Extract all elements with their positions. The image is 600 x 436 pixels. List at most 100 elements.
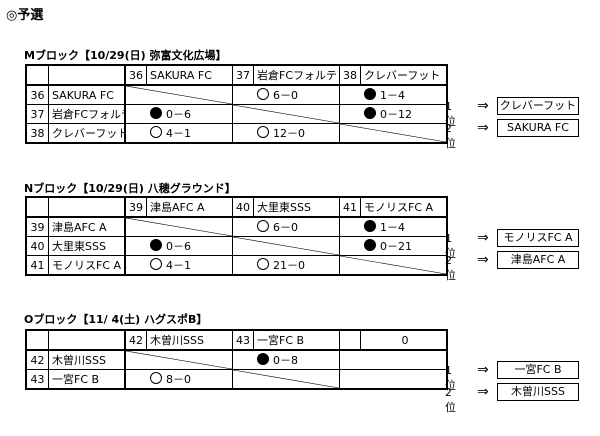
header-team-name: SAKURA FC [146,64,233,86]
row-team-number: 43 [25,369,49,390]
arrow-icon: ⇒ [477,98,489,114]
win-open-circle-icon [150,258,162,270]
rank-label: 1位 [445,364,456,392]
result-cell: 21－0 [232,255,340,276]
arrow-icon: ⇒ [477,230,489,246]
result-cell [339,349,448,370]
score: 0－21 [380,240,412,253]
row-team-number: 39 [25,216,49,237]
row-team-name: SAKURA FC [48,84,126,105]
diagonal-cell [124,84,233,105]
diagonal-cell [232,236,340,256]
score: 1－4 [380,89,405,102]
header-team-number: 38 [339,64,361,86]
arrow-icon: ⇒ [477,362,489,378]
result-cell: 0－6 [124,236,233,256]
arrow-icon: ⇒ [477,252,489,268]
win-loss-filled-circle-icon [364,239,376,251]
result-cell: 1－4 [339,216,448,237]
result-cell: 0－12 [339,104,448,124]
result-cell: 6－0 [232,84,340,105]
header-corner [25,329,49,351]
diagonal-line [126,218,232,236]
win-loss-filled-circle-icon [364,107,376,119]
score: 6－0 [273,221,298,234]
diagonal-cell [232,104,340,124]
score: 0－6 [166,240,191,253]
row-team-number: 37 [25,104,49,124]
win-open-circle-icon [257,88,269,100]
score: 0－8 [273,354,298,367]
win-loss-filled-circle-icon [364,220,376,232]
row-team-number: 36 [25,84,49,105]
row-team-name: 大里東SSS [48,236,126,256]
block-label: Mブロック【10/29(日) 弥富文化広場】 [24,49,227,62]
rank-team: モノリスFC A [497,229,579,247]
result-cell: 0－6 [124,104,233,124]
header-team-number: 43 [232,329,254,351]
header-corner-name [48,329,126,351]
result-cell: 0－21 [339,236,448,256]
diagonal-line [126,86,232,104]
header-corner-name [48,64,126,86]
header-team-name: 大里東SSS [253,196,340,218]
diagonal-line [233,370,339,388]
row-team-number: 40 [25,236,49,256]
row-team-number: 42 [25,349,49,370]
page-title: ◎予選 [6,8,44,23]
arrow-icon: ⇒ [477,120,489,136]
rank-team: 津島AFC A [497,251,579,269]
diagonal-cell [232,369,340,390]
header-team-number: 40 [232,196,254,218]
row-team-number: 41 [25,255,49,276]
rank-label: 2位 [445,386,456,414]
rank-team: クレバーフット [497,97,579,115]
score: 4－1 [166,259,191,272]
rank-team: 木曽川SSS [497,383,579,401]
header-team-number: 39 [124,196,147,218]
row-team-number: 38 [25,123,49,144]
win-open-circle-icon [150,372,162,384]
diagonal-cell [339,123,448,144]
header-team-name: 津島AFC A [146,196,233,218]
rank-label: 1位 [445,100,456,128]
rank-team: SAKURA FC [497,119,579,137]
result-cell: 6－0 [232,216,340,237]
score: 6－0 [273,89,298,102]
result-cell: 12－0 [232,123,340,144]
row-team-name: 木曽川SSS [48,349,126,370]
header-corner [25,64,49,86]
header-team-name: 岩倉FCフォルテ [253,64,340,86]
result-cell: 4－1 [124,255,233,276]
rank-label: 2位 [445,254,456,282]
diagonal-line [340,256,446,274]
win-loss-filled-circle-icon [364,88,376,100]
diagonal-cell [124,349,233,370]
win-loss-filled-circle-icon [150,239,162,251]
block-label: Nブロック【10/29(日) 八穂グラウンド】 [24,182,236,195]
result-cell: 8－0 [124,369,233,390]
header-team-name: 一宮FC B [253,329,340,351]
diagonal-line [233,105,339,123]
header-team-name: クレバーフット [360,64,448,86]
win-open-circle-icon [150,126,162,138]
win-loss-filled-circle-icon [150,107,162,119]
win-open-circle-icon [257,126,269,138]
header-team-name: 0 [360,329,448,351]
result-cell: 4－1 [124,123,233,144]
result-cell: 0－8 [232,349,340,370]
header-team-number: 42 [124,329,147,351]
rank-team: 一宮FC B [497,361,579,379]
rank-label: 1位 [445,232,456,260]
